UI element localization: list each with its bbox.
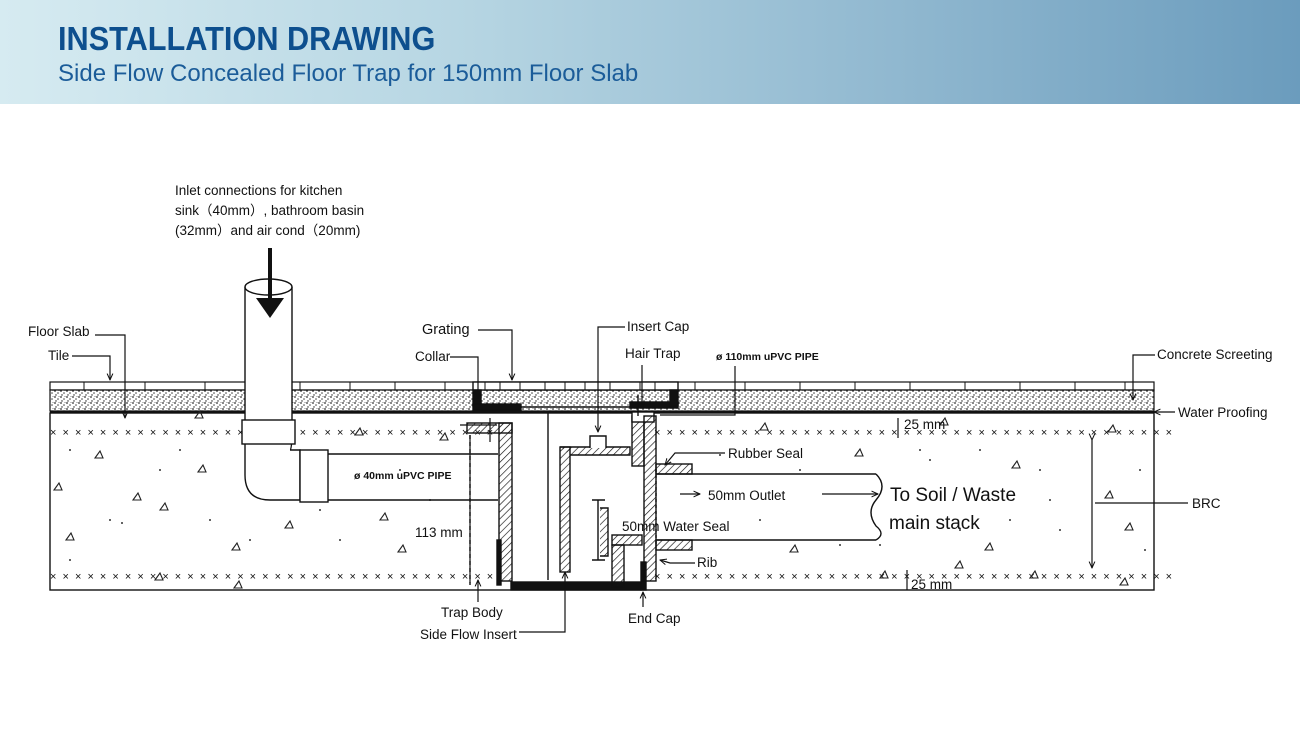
diagram-labels: Inlet connections for kitchen sink（40mm）… [28, 183, 1273, 642]
label-to-soil-2: main stack [889, 513, 980, 534]
label-outlet-50: 50mm Outlet [708, 488, 786, 503]
inlet-coupling [241, 419, 296, 445]
aggregate-marks [52, 409, 1134, 589]
page-subtitle: Side Flow Concealed Floor Trap for 150mm… [58, 60, 639, 87]
label-dim-113: 113 mm [415, 525, 463, 540]
label-dim-25-top: 25 mm [904, 417, 945, 432]
label-floor-slab: Floor Slab [28, 324, 90, 339]
label-inlet-1: Inlet connections for kitchen [175, 183, 342, 198]
label-pipe-110: ø 110mm uPVC PIPE [716, 351, 819, 363]
brc-bottom-row: × × × × × × × × × × × × × × × × × × × × … [50, 571, 495, 583]
brc-bottom-row-right: × × × × × × × × × × × × × × × × × × × × … [654, 571, 1174, 583]
label-brc: BRC [1192, 496, 1221, 511]
label-hair-trap: Hair Trap [625, 346, 681, 361]
label-to-soil-1: To Soil / Waste [890, 485, 1016, 506]
label-pipe-40: ø 40mm uPVC PIPE [354, 470, 451, 482]
outlet-pipe [643, 415, 883, 582]
label-insert-cap: Insert Cap [627, 319, 689, 334]
brc-top-row-right: × × × × × × × × × × × × × × × × × × × × … [654, 427, 1174, 439]
grating-collar [472, 381, 679, 411]
dimension-lines [469, 418, 1092, 590]
screed-layer [49, 389, 1155, 412]
label-grating: Grating [422, 322, 470, 338]
label-side-flow-insert: Side Flow Insert [420, 627, 517, 642]
inlet-arrow-icon [256, 248, 284, 318]
leader-lines [72, 326, 1188, 633]
label-concrete-screeting: Concrete Screeting [1157, 347, 1273, 362]
side-flow-insert [547, 395, 655, 588]
branch-coupling [299, 449, 329, 503]
label-end-cap: End Cap [628, 611, 681, 626]
label-dim-25-bottom: 25 mm [911, 577, 952, 592]
label-inlet-2: sink（40mm）, bathroom basin [175, 203, 364, 218]
label-collar: Collar [415, 349, 451, 364]
label-rib: Rib [697, 555, 717, 570]
label-inlet-3: (32mm）and air cond（20mm) [175, 223, 360, 238]
label-water-proofing: Water Proofing [1178, 405, 1268, 420]
header-banner: INSTALLATION DRAWING Side Flow Concealed… [0, 0, 1300, 104]
label-water-seal: 50mm Water Seal [622, 519, 730, 534]
label-tile: Tile [48, 348, 69, 363]
label-trap-body: Trap Body [441, 605, 503, 620]
page-title: INSTALLATION DRAWING [58, 20, 436, 57]
label-rubber-seal: Rubber Seal [728, 446, 803, 461]
tile-joints [83, 382, 1126, 390]
